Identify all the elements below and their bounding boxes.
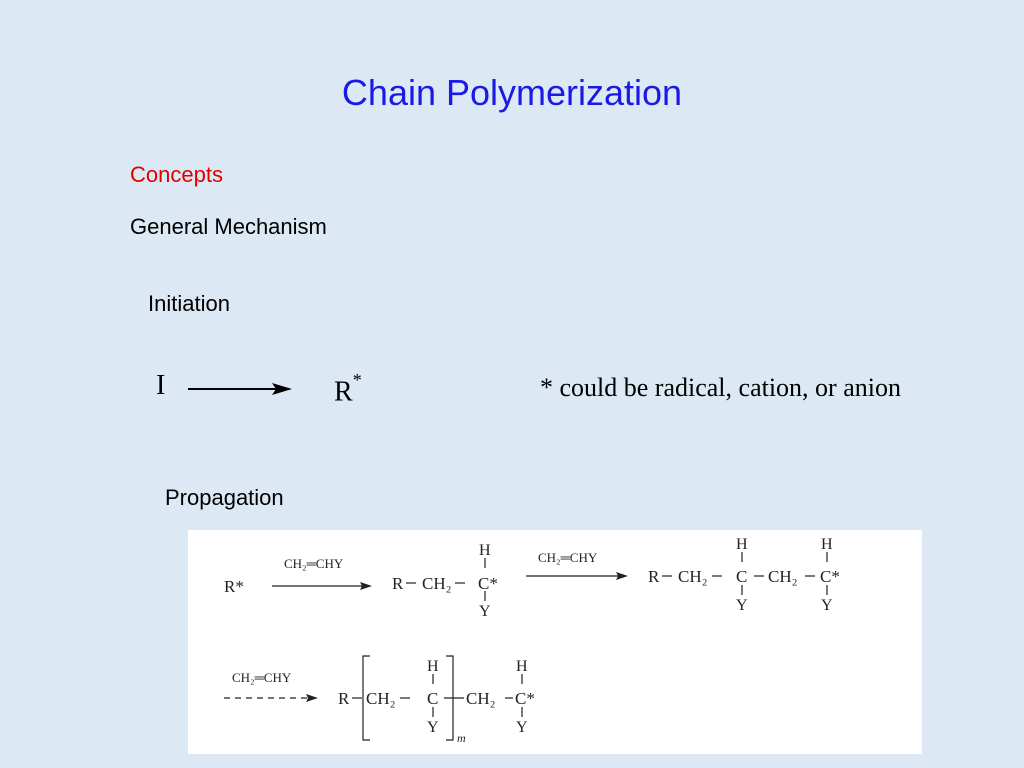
hydrogen-1: H: [479, 542, 491, 559]
initiator-radical: R*: [224, 577, 244, 596]
chain-r-3: R: [338, 689, 350, 708]
chain-r-1: R: [392, 574, 404, 593]
chain-r-2: R: [648, 567, 660, 586]
hydrogen-2: H: [736, 536, 748, 553]
propagation-scheme: CH₂═CHY R* R CH₂ H C* Y CH₂═CHY R CH₂ H …: [188, 530, 922, 754]
propagation-diagram: CH₂═CHY R* R CH₂ H C* Y CH₂═CHY R CH₂ H …: [224, 536, 840, 745]
carbon-2: C: [736, 567, 747, 586]
monomer-label-1: CH₂═CHY: [284, 556, 344, 571]
substituent-4: Y: [427, 719, 439, 736]
repeat-index: m: [457, 731, 466, 745]
methylene-4: CH₂: [366, 689, 396, 708]
substituent-1: Y: [479, 603, 491, 620]
methylene-5: CH₂: [466, 689, 496, 708]
concepts-heading: Concepts: [130, 162, 223, 187]
monomer-label-2: CH₂═CHY: [538, 550, 598, 565]
monomer-label-3: CH₂═CHY: [232, 670, 292, 685]
radical-symbol: R: [334, 376, 353, 408]
methylene-3: CH₂: [768, 567, 798, 586]
active-center-note: * could be radical, cation, or anion: [540, 373, 901, 402]
substituent-3: Y: [821, 597, 833, 614]
initiation-label: Initiation: [148, 291, 230, 316]
hydrogen-3: H: [821, 536, 833, 553]
carbon-3: C: [427, 689, 438, 708]
radical-asterisk: *: [352, 370, 362, 390]
propagation-label: Propagation: [165, 485, 284, 510]
radical-product: R*: [334, 370, 362, 408]
general-mechanism-heading: General Mechanism: [130, 214, 327, 239]
initiation-arrow: [188, 383, 292, 395]
hydrogen-5: H: [516, 658, 528, 675]
substituent-5: Y: [516, 719, 528, 736]
slide-title: Chain Polymerization: [341, 72, 683, 113]
methylene-2: CH₂: [678, 567, 708, 586]
substituent-2: Y: [736, 597, 748, 614]
active-carbon-1: C*: [478, 574, 498, 593]
active-carbon-2: C*: [820, 567, 840, 586]
initiator-symbol: I: [156, 370, 166, 401]
methylene-1: CH₂: [422, 574, 452, 593]
active-carbon-3: C*: [515, 689, 535, 708]
hydrogen-4: H: [427, 658, 439, 675]
